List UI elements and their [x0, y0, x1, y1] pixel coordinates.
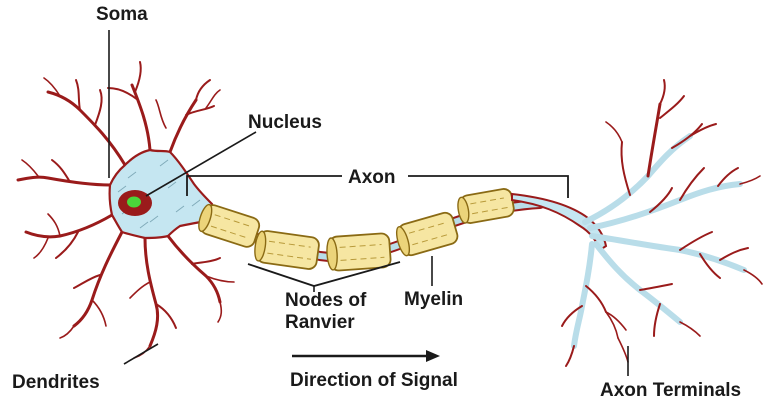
label-nucleus: Nucleus — [248, 112, 322, 133]
myelin-segment — [254, 230, 320, 270]
label-nodes-of-ranvier-line1: Nodes of — [285, 290, 367, 311]
direction-arrow — [292, 350, 440, 362]
labels: Soma Nucleus Axon Nodes of Ranvier Myeli… — [12, 4, 741, 401]
label-dendrites: Dendrites — [12, 372, 100, 393]
myelin-segment — [457, 188, 515, 224]
label-myelin: Myelin — [404, 289, 463, 310]
nucleolus-shape — [127, 196, 141, 208]
label-soma: Soma — [96, 4, 148, 25]
nucleus-leader — [145, 131, 257, 197]
annotations — [108, 30, 629, 376]
dendrites-leader — [123, 343, 159, 365]
dendrites — [16, 61, 235, 359]
myelin-segment — [395, 211, 459, 257]
soma-body — [108, 148, 214, 240]
axon-terminals-shape — [511, 79, 763, 367]
label-nodes-of-ranvier-line2: Ranvier — [285, 312, 355, 333]
myelin-segment — [198, 203, 261, 248]
label-direction-of-signal: Direction of Signal — [290, 370, 458, 391]
axon-bracket — [186, 175, 569, 198]
label-axon-terminals: Axon Terminals — [600, 380, 741, 401]
myelin-sheath — [198, 188, 515, 272]
label-axon: Axon — [348, 167, 396, 188]
myelin-segment — [326, 232, 392, 272]
